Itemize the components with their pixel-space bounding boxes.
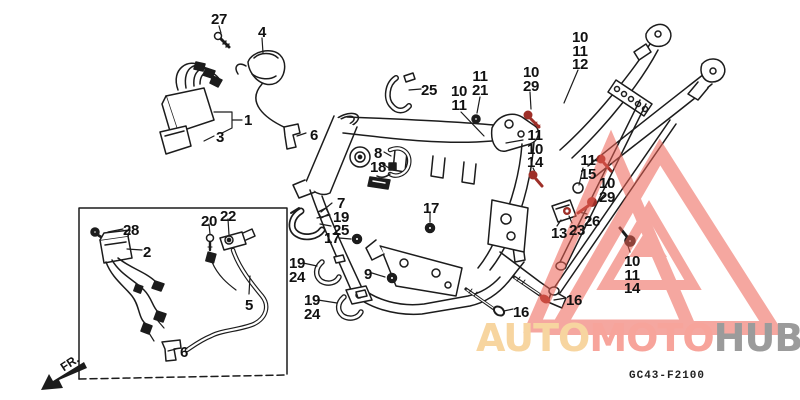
part-21-washer <box>471 114 481 124</box>
part-29-bolt-a <box>523 110 541 129</box>
callout-28: 28 <box>122 222 140 239</box>
callout-10-11-12: 10 11 12 <box>571 29 589 73</box>
callout-26: 26 <box>583 213 601 230</box>
fr-arrow <box>41 362 87 390</box>
part-22-nut <box>224 235 234 245</box>
harness-box <box>78 207 288 380</box>
callout-11-21: 11 21 <box>471 68 489 99</box>
frame-down-tube <box>309 189 525 316</box>
triangle-solid-center <box>629 227 667 257</box>
frame-rear <box>477 141 567 309</box>
callout-11-15: 11 15 <box>579 152 597 183</box>
callout-22: 22 <box>219 208 237 225</box>
part-19-24-clamp-b <box>335 289 368 321</box>
triangle-outline-right <box>545 138 785 335</box>
callout-4: 4 <box>257 24 267 41</box>
part-19-24-clamp-a <box>313 254 346 286</box>
part-5-plug-wire <box>184 228 269 353</box>
leader-lines <box>107 25 631 352</box>
callout-10-29-a: 10 29 <box>522 64 540 95</box>
part-16-bolt-lower <box>464 287 506 317</box>
triangle-outline-inner <box>596 200 702 290</box>
part-4-ignition-coil <box>235 50 287 129</box>
callout-10-11-14: 10 11 14 <box>623 253 641 297</box>
callout-16-b: 16 <box>512 304 530 321</box>
callout-6-box: 6 <box>179 344 189 361</box>
part-14-bolt-left <box>528 170 544 188</box>
callout-27: 27 <box>210 11 228 28</box>
part-6-plug-cap-top <box>283 123 301 150</box>
part-2-cdi-harness <box>99 229 167 342</box>
part-16-bolt-upper <box>512 275 542 297</box>
logo-part-moto: MOTO <box>589 316 714 360</box>
callout-2: 2 <box>142 244 152 261</box>
part-27-screw <box>213 31 231 49</box>
callout-10-11: 10 11 <box>450 83 468 114</box>
part-17-nut-left <box>351 233 363 245</box>
callout-23: 23 <box>568 222 586 239</box>
part-9-nut <box>386 272 398 284</box>
part-8-18-wire-guide <box>376 146 412 179</box>
callout-17-b: 17 <box>323 230 341 247</box>
automotohub-logo: AUTOMOTOHUB <box>476 319 800 357</box>
part-23-washer <box>563 207 571 215</box>
callout-3: 3 <box>215 129 225 146</box>
callout-25-top: 25 <box>420 82 438 99</box>
callout-6-top: 6 <box>309 127 319 144</box>
callout-7-19-25: 7 19 25 <box>332 195 350 239</box>
callout-1: 1 <box>243 112 253 129</box>
callout-8-18: 8 18 <box>369 145 387 176</box>
callout-16-a: 16 <box>565 292 583 309</box>
part-25-clamp <box>384 72 416 114</box>
callout-5: 5 <box>244 297 254 314</box>
callout-13: 13 <box>550 225 568 242</box>
callout-10-29-b: 10 29 <box>598 175 616 206</box>
callout-19-24-a: 19 24 <box>288 255 306 286</box>
callout-20: 20 <box>200 213 218 230</box>
logo-part-hub: HUB <box>713 316 800 360</box>
diagram-part-code: GC43-F2100 <box>629 370 706 382</box>
part-17-nut-center <box>424 222 436 234</box>
part-7-19-25-clamp <box>288 207 330 241</box>
callout-9: 9 <box>363 266 373 283</box>
part-1-cdi-unit <box>161 61 223 139</box>
part-3-rubber <box>159 125 192 155</box>
logo-part-auto: AUTO <box>476 316 590 360</box>
callout-17-a: 17 <box>422 200 440 217</box>
callout-11-10-14: 11 10 14 <box>526 127 544 171</box>
callout-19-24-b: 19 24 <box>303 292 321 323</box>
